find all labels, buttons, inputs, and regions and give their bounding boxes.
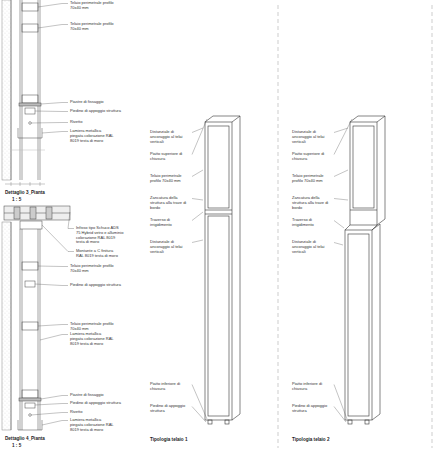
callout-label: Telaio perimetrale profilo 70x40 mm bbox=[70, 22, 118, 32]
drawing-title: Tipologia telaio 2 bbox=[292, 437, 352, 443]
leader-line bbox=[334, 199, 348, 201]
leader-line bbox=[192, 119, 207, 155]
leader-line bbox=[35, 404, 68, 406]
leader-line bbox=[42, 421, 68, 426]
callout-label: Distanziale di ancoraggio al telai verti… bbox=[150, 130, 190, 144]
callout-label: Piatto superiore di chiusura bbox=[150, 152, 190, 162]
leader-lines bbox=[31, 4, 352, 426]
callout-label: Telaio perimetrale profilo 70x40 mm bbox=[70, 1, 118, 11]
callout-label: Telaio perimetrale profilo 70x40 mm bbox=[292, 174, 332, 184]
leader-line bbox=[192, 385, 207, 420]
callout-label: Zancatura della struttura alla trave di … bbox=[292, 196, 332, 210]
leader-line bbox=[192, 170, 203, 177]
leader-line bbox=[68, 212, 74, 229]
leader-line bbox=[42, 132, 68, 134]
leader-line bbox=[334, 119, 352, 155]
leader-line bbox=[38, 266, 68, 268]
leader-line bbox=[334, 243, 343, 246]
leader-line bbox=[334, 385, 347, 420]
leader-line bbox=[38, 325, 68, 327]
separator bbox=[278, 5, 432, 448]
leader-line bbox=[35, 284, 68, 286]
leader-line bbox=[334, 407, 346, 423]
leader-line bbox=[192, 407, 206, 423]
drawing-title: Dettaglio 4_Pianta bbox=[5, 436, 65, 442]
callout-label: Piedino di appoggio struttura bbox=[292, 404, 332, 414]
leader-line bbox=[192, 240, 203, 243]
callout-label: Piastre di fissaggio bbox=[70, 393, 118, 398]
callout-label: Traverso di irrigidimento bbox=[150, 218, 190, 228]
leader-line bbox=[334, 221, 344, 229]
callout-label: Infisso tipo Schuco ADS 75 Hybrid vetro … bbox=[76, 226, 124, 245]
leader-line bbox=[31, 413, 68, 416]
callout-label: Piatto inferiore di chiusura bbox=[292, 382, 332, 392]
callout-label: Piatto superiore di chiusura bbox=[292, 152, 332, 162]
callout-label: Traverso di irrigidimento bbox=[292, 218, 332, 228]
leader-line bbox=[41, 396, 68, 400]
callout-label: Rivetto bbox=[70, 120, 110, 125]
callout-label: Zancatura della struttura alla trave di … bbox=[150, 196, 190, 210]
drawing-title: 1 : 5 bbox=[12, 197, 42, 203]
callout-label: Distanziale di ancoraggio al telai verti… bbox=[292, 240, 332, 254]
callout-label: Rivetto bbox=[70, 410, 110, 415]
leader-line bbox=[31, 122, 68, 124]
leader-line bbox=[192, 128, 203, 133]
leader-line bbox=[35, 111, 68, 113]
callout-label: Piedino di appoggio struttura bbox=[70, 283, 122, 288]
callout-label: Lamiera metallica piegata colorazione RA… bbox=[70, 129, 114, 143]
callout-label: Distanziale di ancoraggio al telai verti… bbox=[150, 240, 190, 254]
drawing-title: Dettaglio 3_Pianta bbox=[5, 190, 65, 196]
leader-line bbox=[192, 212, 203, 221]
leader-line bbox=[41, 103, 68, 105]
drawing-title: Tipologia telaio 1 bbox=[150, 437, 210, 443]
callout-label: Piedino di appoggio struttura bbox=[70, 401, 122, 406]
detail-4-plan bbox=[2, 206, 70, 430]
leader-line bbox=[42, 225, 74, 252]
callout-label: Telaio perimetrale profilo 70x40 mm bbox=[70, 322, 118, 332]
callout-label: Telaio perimetrale profilo 70x40 mm bbox=[150, 174, 190, 184]
callout-label: Piastre di fissaggio bbox=[70, 100, 118, 105]
callout-label: Lamiera metallica piegata colorazione RA… bbox=[70, 418, 114, 432]
callout-label: Lamiera metallica piegata colorazione RA… bbox=[70, 332, 114, 346]
callout-label: Distanziale di ancoraggio al telai verti… bbox=[292, 130, 332, 144]
leader-line bbox=[40, 335, 68, 341]
drawing-title: 1 : 5 bbox=[12, 443, 42, 449]
leader-line bbox=[38, 4, 68, 8]
frame-type-1 bbox=[205, 116, 240, 424]
callout-label: Piedino di appoggio struttura bbox=[70, 109, 122, 114]
callout-label: Piedino di appoggio struttura bbox=[150, 404, 190, 414]
callout-label: Montante a C finitura RAL 8019 testa di … bbox=[76, 249, 120, 259]
callout-label: Piatto inferiore di chiusura bbox=[150, 382, 190, 392]
frame-type-2 bbox=[345, 116, 385, 424]
callout-label: Telaio perimetrale profilo 70x40 mm bbox=[70, 264, 118, 274]
leader-line bbox=[38, 25, 68, 29]
leader-line bbox=[334, 170, 348, 177]
leader-line bbox=[334, 128, 348, 133]
leader-line bbox=[192, 199, 203, 201]
